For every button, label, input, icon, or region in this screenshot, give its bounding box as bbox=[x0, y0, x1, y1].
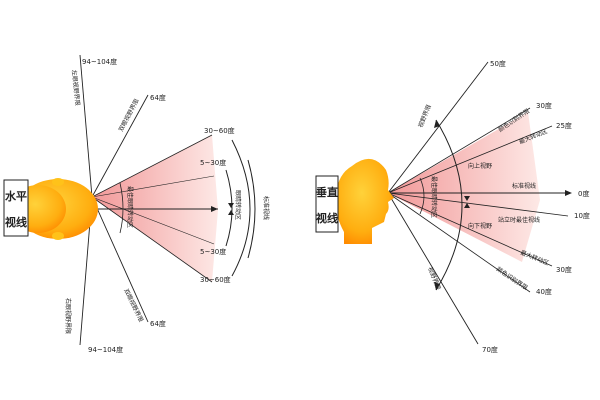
vertical-title-1: 垂直 bbox=[316, 185, 338, 199]
horizontal-title-2: 视线 bbox=[5, 215, 27, 229]
arc-field-limit bbox=[435, 119, 463, 291]
marker-icon bbox=[464, 196, 470, 201]
arc-30-60 bbox=[231, 139, 251, 277]
horizontal-title-1: 水平 bbox=[5, 189, 27, 203]
label-40deg: 40度 bbox=[536, 287, 552, 296]
binocular-limit-bottom-line bbox=[91, 196, 149, 323]
standard-arrow-icon bbox=[211, 206, 218, 212]
label-right-eye-limit: 右眼视野界限 bbox=[64, 298, 72, 334]
label-standing-best: 站立时最佳视线 bbox=[498, 216, 540, 224]
line-25 bbox=[387, 125, 553, 194]
label-10deg: 10度 bbox=[574, 211, 590, 220]
label-downward-view: 向下视野 bbox=[468, 222, 492, 230]
line-70 bbox=[387, 192, 479, 345]
marker-icon bbox=[228, 210, 234, 215]
label-30-60-top: 30~60度 bbox=[204, 126, 235, 135]
label-94-104-top: 94~104度 bbox=[82, 57, 117, 66]
arc-best-vertical bbox=[419, 177, 425, 215]
label-best-eye-zone: 最佳眼睛转动区 bbox=[126, 186, 134, 228]
horizontal-title-box bbox=[3, 179, 29, 237]
label-70deg: 70度 bbox=[482, 345, 498, 354]
horizontal-view-diagram: 水平 视线 94~104度 左眼视野界限 64度 双眼视野界限 30~60度 5… bbox=[3, 54, 270, 354]
label-5-30-top: 5~30度 bbox=[200, 158, 226, 167]
line-30-bottom bbox=[387, 192, 553, 267]
label-5-30-bottom: 5~30度 bbox=[200, 247, 226, 256]
arc-arrow-icon bbox=[434, 282, 440, 290]
left-eye-limit-line bbox=[79, 54, 93, 198]
vertical-view-diagram: 垂直 视线 50度 视野界限 颜色识别界限 30度 最大转动区 25度 向上视野… bbox=[315, 59, 590, 354]
line-30-top bbox=[387, 107, 531, 194]
label-best-eye-zone-v: 最佳眼睛转动区 bbox=[430, 176, 438, 218]
label-binocular-bottom: 双眼视野界限 bbox=[122, 287, 145, 323]
vertical-vision-fan bbox=[388, 112, 540, 262]
label-field-limit-bottom: 视野界限 bbox=[426, 266, 442, 291]
line-50 bbox=[387, 61, 489, 194]
vertical-head-profile bbox=[335, 158, 394, 244]
label-max-rot-bottom: 最大转动区 bbox=[519, 248, 550, 267]
standard-arrow-icon bbox=[565, 190, 572, 196]
vertical-title-2: 视线 bbox=[316, 211, 338, 225]
arc-5-30 bbox=[225, 169, 233, 247]
line-10 bbox=[387, 192, 569, 217]
label-30deg-bottom: 30度 bbox=[556, 265, 572, 274]
line-40 bbox=[387, 192, 531, 293]
label-30deg-top: 30度 bbox=[536, 101, 552, 110]
label-eye-rotation-zone: 眼睛转动区 bbox=[234, 190, 242, 220]
label-30-60-bottom: 30~60度 bbox=[200, 275, 231, 284]
label-25deg: 25度 bbox=[556, 121, 572, 130]
label-50deg: 50度 bbox=[490, 59, 506, 68]
label-upward-view: 向上视野 bbox=[468, 162, 492, 170]
label-color-recog-bottom: 颜色识别界限 bbox=[495, 265, 529, 292]
label-field-limit-top: 视野界限 bbox=[416, 103, 432, 128]
arc-arrow-icon bbox=[434, 120, 440, 128]
label-64-bottom: 64度 bbox=[150, 319, 166, 328]
arc-best bbox=[119, 182, 124, 234]
binocular-limit-top-line bbox=[91, 94, 149, 198]
label-0deg: 0度 bbox=[578, 189, 589, 198]
marker-icon bbox=[228, 203, 234, 208]
label-standard-line: 标准视线 bbox=[262, 196, 270, 220]
label-94-104-bottom: 94~104度 bbox=[88, 345, 123, 354]
arc-outer bbox=[247, 159, 256, 259]
label-standard-line-v: 标准视线 bbox=[512, 182, 536, 190]
marker-icon bbox=[464, 203, 470, 208]
label-left-eye-limit: 左眼视野界限 bbox=[70, 69, 82, 106]
label-64-top: 64度 bbox=[150, 93, 166, 102]
vertical-title-box bbox=[315, 175, 339, 233]
